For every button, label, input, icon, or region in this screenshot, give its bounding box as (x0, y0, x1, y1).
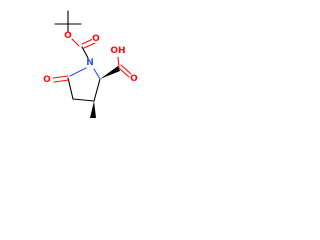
lactam-oxygen-label: O (43, 75, 51, 85)
lactam-carbonyl (52, 75, 70, 83)
atom-labels: N O O O OH O (43, 31, 138, 85)
pyrrolidinone-ring (67, 67, 101, 102)
bond-c5-to-c4 (67, 77, 74, 100)
label-bg-boc-ester-oxygen (64, 32, 72, 40)
bond-lactam-double-2 (53, 79, 70, 83)
bond-lactam-double-1 (52, 75, 69, 79)
bond-c2-to-nitrogen (93, 68, 101, 80)
carboxylic-acid (117, 56, 132, 78)
bond-acid-double-2 (120, 64, 132, 75)
boc-ester-oxygen-label: O (64, 31, 72, 41)
bond-acid-double-1 (118, 67, 130, 78)
bond-nitrogen-to-c5 (69, 67, 87, 77)
bond-carbonyl-double-1 (81, 38, 94, 45)
boc-carbonyl-oxygen-label: O (92, 34, 100, 44)
structural-formula: N O O O OH O (43, 10, 138, 118)
bond-c4-to-c3 (72, 98, 95, 102)
wedge-bond-c3-methyl (90, 101, 96, 118)
label-bg-acid-carbonyl-oxygen (130, 75, 138, 83)
bond-ester-oxygen-to-carbonyl (71, 38, 80, 47)
bond-c3-to-c2 (93, 78, 101, 102)
bond-acid-to-hydroxyl (117, 56, 120, 69)
nitrogen-label: N (86, 58, 94, 68)
label-bg-nitrogen (85, 58, 95, 68)
label-bg-boc-carbonyl-oxygen (92, 35, 100, 43)
label-bg-hydroxyl (112, 45, 124, 57)
bond-carbonyl-to-nitrogen (81, 46, 89, 59)
tert-butyl-group (54, 10, 82, 34)
acid-carbonyl-oxygen-label: O (130, 74, 138, 84)
hydroxyl-label: OH (110, 46, 125, 56)
boc-carbamate (71, 38, 96, 59)
label-bg-lactam-oxygen (43, 76, 51, 84)
bond-carbonyl-double-2 (83, 42, 96, 49)
stereo-bonds (90, 66, 120, 118)
hashed-bond-c2-carboxyl (100, 66, 120, 79)
